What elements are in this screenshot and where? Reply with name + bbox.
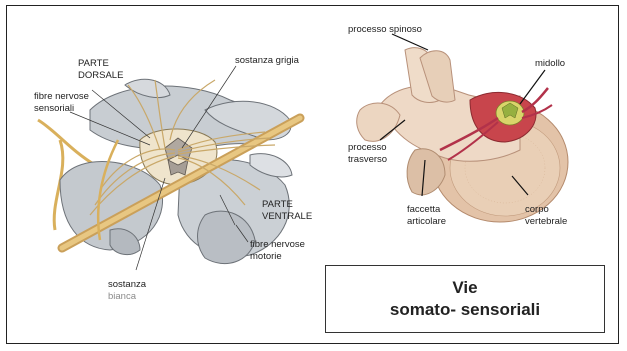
label-processo-trasverso-1: processo	[348, 142, 387, 153]
label-processo-trasverso-2: trasverso	[348, 154, 387, 165]
label-fibre-sensoriali-2: sensoriali	[34, 103, 74, 114]
label-parte-ventrale-1: PARTE	[262, 199, 293, 210]
label-sostanza-bianca-2: bianca	[108, 291, 137, 302]
label-corpo-2: vertebrale	[525, 216, 567, 227]
label-sostanza-grigia: sostanza grigia	[235, 55, 300, 66]
label-corpo-1: corpo	[525, 204, 549, 215]
label-fibre-sensoriali-1: fibre nervose	[34, 91, 89, 102]
slide-title-line2: somato- sensoriali	[390, 299, 540, 321]
label-midollo: midollo	[535, 58, 565, 69]
slide-title-line1: Vie	[452, 277, 477, 299]
slide-title-box: Vie somato- sensoriali	[325, 265, 605, 333]
label-sostanza-bianca-1: sostanza	[108, 279, 147, 290]
label-parte-dorsale-2: DORSALE	[78, 70, 123, 81]
label-faccetta-1: faccetta	[407, 204, 441, 215]
label-fibre-motorie-2: motorie	[250, 251, 282, 262]
label-faccetta-2: articolare	[407, 216, 446, 227]
left-spinal-figure: PARTE DORSALE fibre nervose sensoriali s…	[34, 55, 312, 302]
label-processo-spinoso: processo spinoso	[348, 24, 422, 35]
label-fibre-motorie-1: fibre nervose	[250, 239, 305, 250]
label-parte-ventrale-2: VENTRALE	[262, 211, 312, 222]
right-vertebra-figure: processo spinoso midollo processo trasve…	[348, 24, 568, 227]
label-parte-dorsale-1: PARTE	[78, 58, 109, 69]
